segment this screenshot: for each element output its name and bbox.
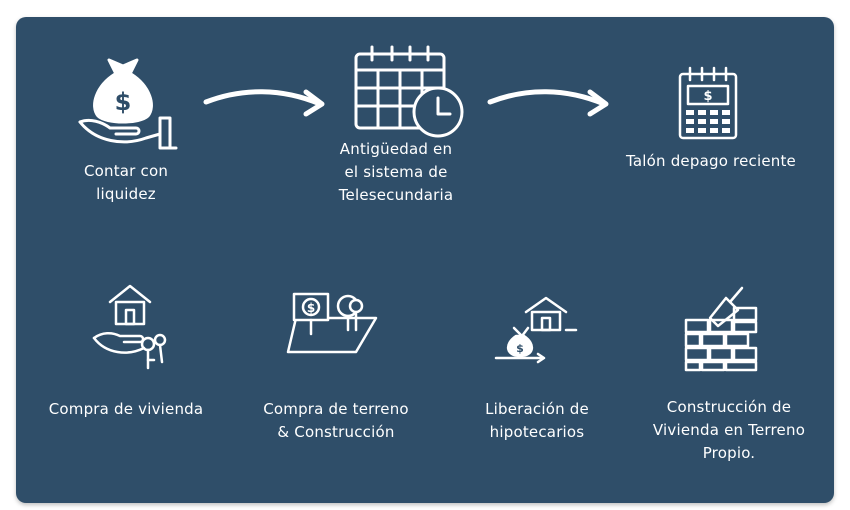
option-label-mortgage-release: Liberación de hipotecarios — [485, 400, 589, 441]
svg-text:$: $ — [307, 301, 315, 315]
money-bag-hand-icon: $ — [76, 56, 180, 154]
brick-wall-trowel-icon — [682, 284, 764, 374]
land-sign-tree-icon: $ — [284, 290, 380, 356]
svg-text:$: $ — [703, 89, 712, 104]
svg-text:$: $ — [516, 342, 524, 355]
calendar-clock-icon — [352, 44, 466, 140]
arrow-right-icon — [486, 84, 612, 122]
payslip-calendar-icon: $ — [676, 66, 740, 142]
svg-text:$: $ — [115, 88, 132, 116]
option-label-buy-land: Compra de terreno & Construcción — [263, 400, 409, 441]
option-label-own-land-build: Construcción de Vivienda en Terreno Prop… — [652, 398, 806, 462]
arrow-right-icon — [202, 84, 328, 122]
house-keys-hand-icon — [90, 282, 168, 374]
option-label-buy-house: Compra de vivienda — [48, 400, 204, 418]
mortgage-release-icon: $ — [494, 294, 578, 364]
step-label-payslip: Talón depago reciente — [626, 152, 796, 170]
step-label-liquidity: Contar con liquidez — [83, 162, 169, 203]
step-label-seniority: Antigüedad en el sistema de Telesecundar… — [338, 140, 454, 204]
